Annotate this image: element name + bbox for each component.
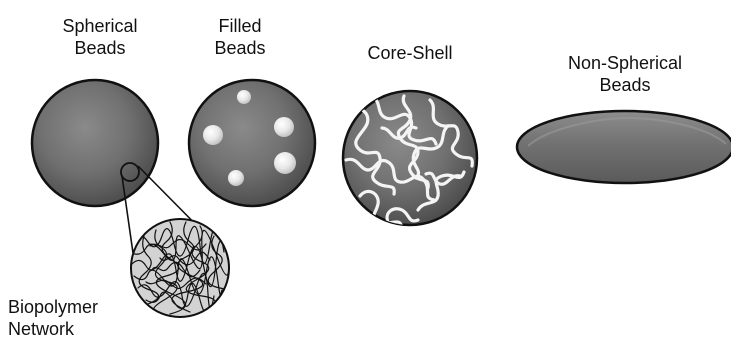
label-filled-line2: Beads: [200, 37, 280, 59]
label-core-shell: Core-Shell: [350, 42, 470, 64]
label-filled-line1: Filled: [200, 15, 280, 37]
label-core-shell-line1: Core-Shell: [350, 42, 470, 64]
label-spherical-beads: Spherical Beads: [50, 15, 150, 59]
label-non-spherical-line2: Beads: [555, 74, 695, 96]
filler-particle: [274, 152, 296, 174]
filler-particle: [274, 117, 294, 137]
label-biopolymer-line2: Network: [8, 318, 128, 340]
spherical-bead: [32, 80, 158, 206]
filled-bead: [189, 80, 315, 206]
label-non-spherical-line1: Non-Spherical: [555, 52, 695, 74]
label-biopolymer-line1: Biopolymer: [8, 296, 128, 318]
label-spherical-line2: Beads: [50, 37, 150, 59]
filler-particle: [237, 90, 251, 104]
label-biopolymer-network: Biopolymer Network: [8, 296, 128, 340]
filler-particle: [203, 125, 223, 145]
label-spherical-line1: Spherical: [50, 15, 150, 37]
core-shell-bead: [343, 91, 477, 228]
label-non-spherical-beads: Non-Spherical Beads: [555, 52, 695, 96]
filler-particle: [228, 170, 244, 186]
biopolymer-network: [130, 219, 230, 317]
non-spherical-bead: [517, 111, 731, 183]
label-filled-beads: Filled Beads: [200, 15, 280, 59]
